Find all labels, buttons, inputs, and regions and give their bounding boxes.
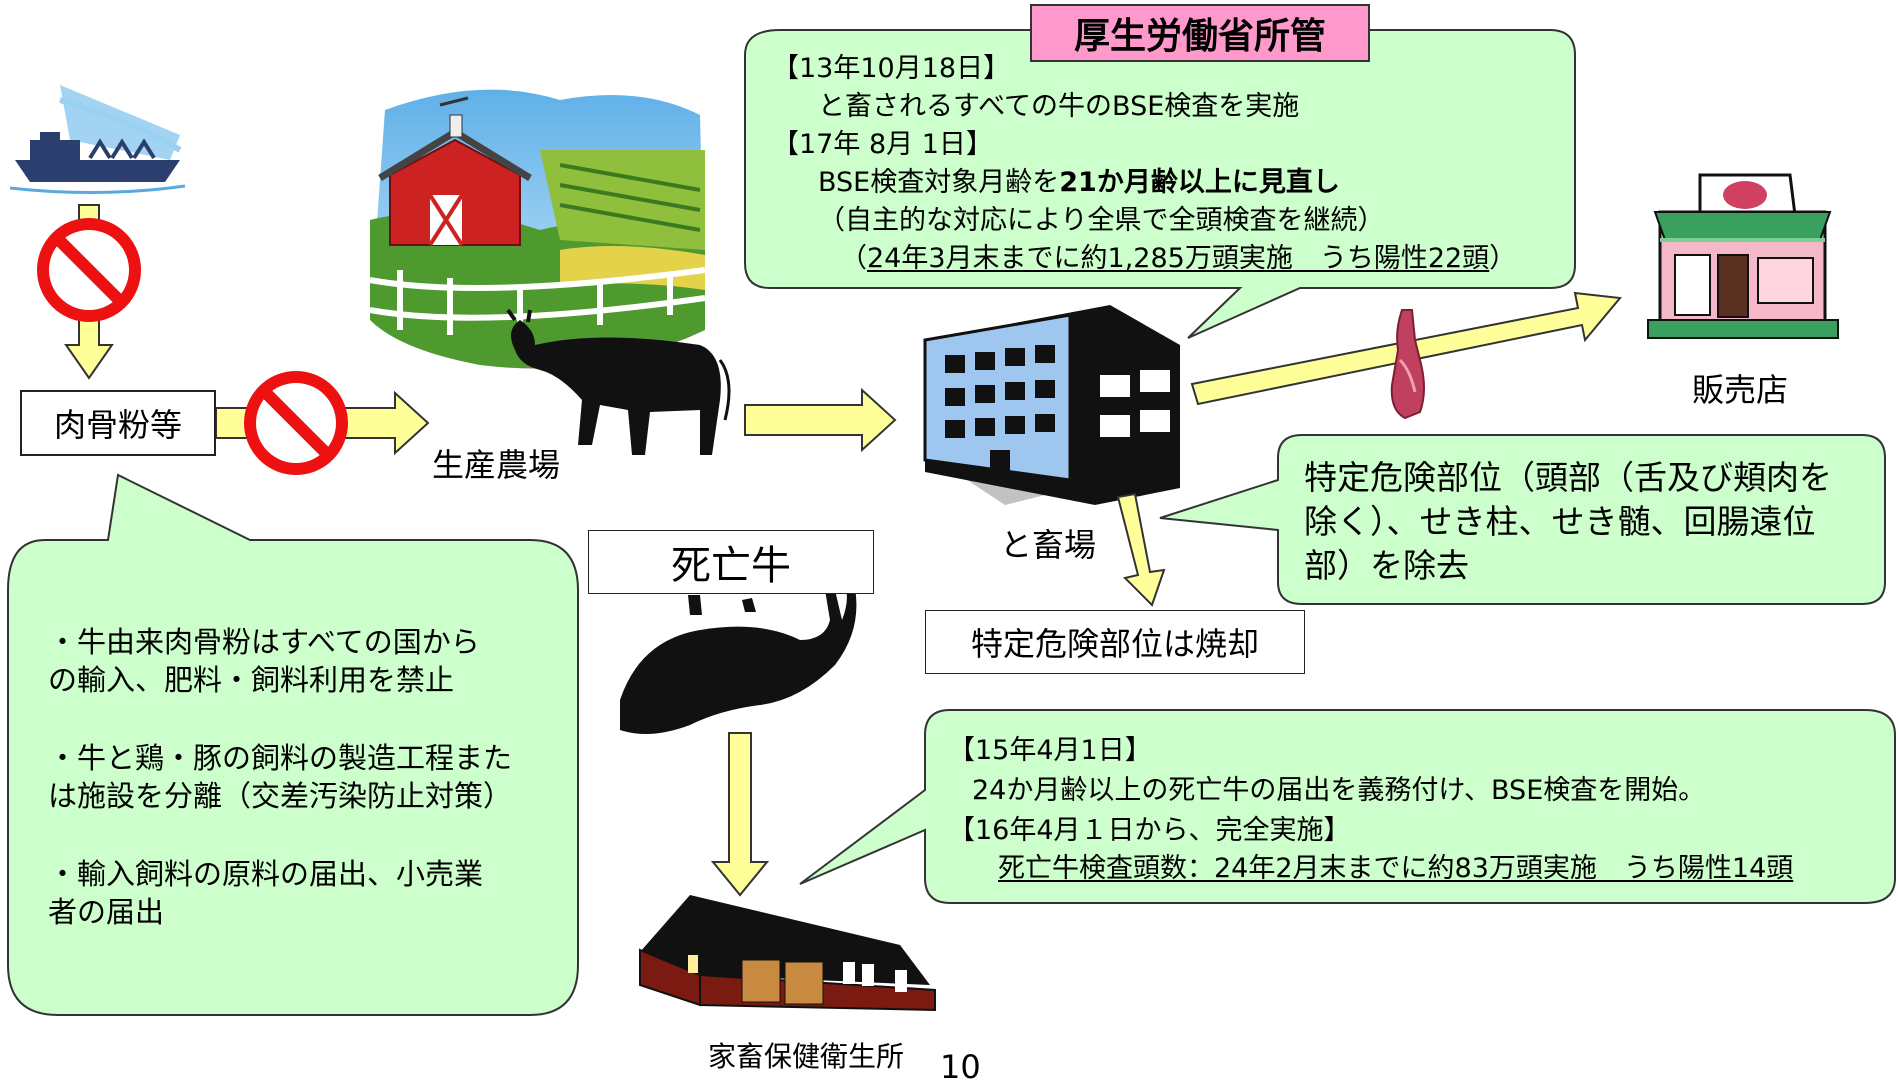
srm-callout-bubble <box>1159 434 1886 605</box>
dead-cattle-box: 死亡牛 <box>588 530 874 594</box>
dead-callout-date-1: 【15年4月1日】 <box>948 735 1152 766</box>
dead-callout-line-2: 死亡牛検査頭数：24年2月末までに約83万頭実施 うち陽性14頭 <box>998 853 1794 884</box>
feed-item-3-line-1: ・輸入飼料の原料の届出、小売業 <box>48 857 484 891</box>
ministry-jurisdiction-badge: 厚生労働省所管 <box>1030 4 1370 62</box>
srm-line-3: 部）を除去 <box>1304 546 1469 585</box>
slaughterhouse-label: と畜場 <box>1000 526 1097 564</box>
ministry-line-1: と畜されるすべての牛のBSE検査を実施 <box>818 91 1300 122</box>
health-center-label: 家畜保健衛生所 <box>708 1040 905 1073</box>
feed-item-3-line-2: 者の届出 <box>48 895 165 929</box>
feed-item-2-line-2: は施設を分離（交差汚染防止対策） <box>48 779 513 813</box>
health-center-barn-icon <box>639 895 936 1012</box>
ministry-line-2-bold: 21か月齢以上に見直し <box>1059 167 1340 198</box>
page-number: 10 <box>940 1048 981 1086</box>
feed-item-2-line-1: ・牛と鶏・豚の飼料の製造工程また <box>48 741 513 775</box>
meat-carcass-icon <box>1390 309 1425 420</box>
incinerate-box: 特定危険部位は焼却 <box>925 610 1305 674</box>
farm-label: 生産農場 <box>432 446 561 484</box>
srm-line-1: 特定危険部位（頭部（舌及び頬肉を <box>1304 458 1832 497</box>
prohibited-icon <box>37 218 141 322</box>
ministry-line-4: （24年3月末までに約1,285万頭実施 うち陽性22頭） <box>840 240 1516 278</box>
ministry-line-4-underlined: 24年3月末までに約1,285万頭実施 うち陽性22頭 <box>867 243 1490 274</box>
dead-cow-to-center-arrow <box>710 732 770 897</box>
ministry-line-4-open: （ <box>840 243 867 274</box>
barn-farm-icon <box>369 89 706 369</box>
slaughterhouse-to-incinerate-arrow <box>1116 492 1166 607</box>
feed-item-1-line-2: の輸入、肥料・飼料利用を禁止 <box>48 663 455 697</box>
srm-line-2: 除く）、せき柱、せき髄、回腸遠位 <box>1304 502 1816 541</box>
shop-icon <box>1647 173 1839 339</box>
ship-icon <box>9 85 186 195</box>
dead-callout-date-2: 【16年4月１日から、完全実施】 <box>948 815 1351 846</box>
ministry-date-1: 【13年10月18日】 <box>772 53 1011 84</box>
meat-bone-meal-box: 肉骨粉等 <box>20 390 216 456</box>
farm-to-slaughterhouse-arrow <box>744 387 897 453</box>
ministry-callout-bubble <box>744 29 1576 339</box>
feed-callout-bubble <box>7 473 579 1016</box>
feed-item-1-line-1: ・牛由来肉骨粉はすべての国から <box>48 625 480 659</box>
ministry-date-2: 【17年 8月 1日】 <box>772 129 993 160</box>
building-icon <box>923 305 1180 505</box>
prohibited-icon <box>244 371 348 475</box>
dead-callout-line-1: 24か月齢以上の死亡牛の届出を義務付け、BSE検査を開始。 <box>972 775 1706 806</box>
ministry-line-4-close: ） <box>1489 243 1517 274</box>
ministry-line-3: （自主的な対応により全県で全頭検査を継続） <box>818 205 1385 236</box>
store-label: 販売店 <box>1692 371 1789 409</box>
dead-cattle-callout-bubble <box>799 709 1896 904</box>
ministry-line-2: BSE検査対象月齢を21か月齢以上に見直し <box>818 164 1340 202</box>
ministry-line-2-prefix: BSE検査対象月齢を <box>818 167 1060 198</box>
cow-icon <box>506 308 731 455</box>
